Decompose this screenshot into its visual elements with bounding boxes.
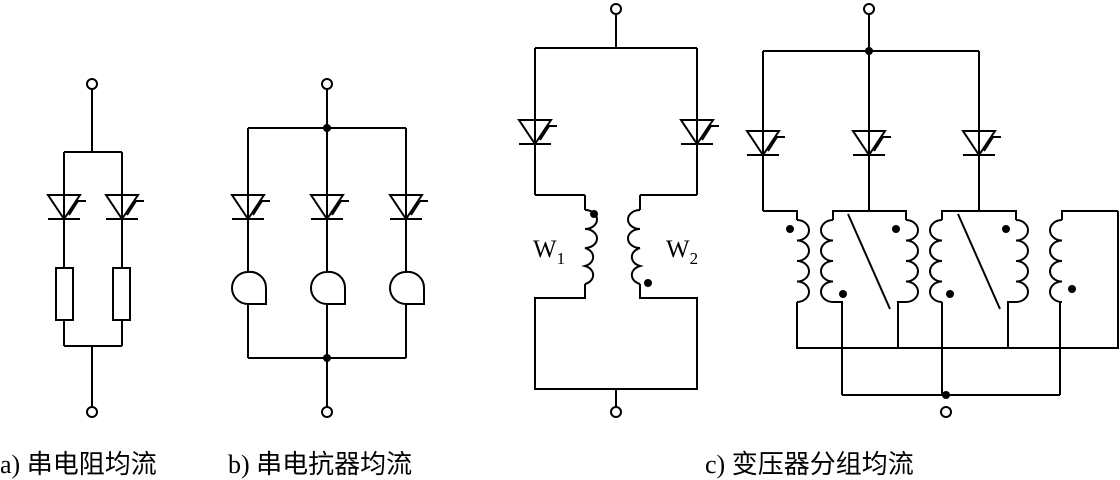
- reactor-b3-icon: [389, 270, 426, 305]
- resistor-a2: [112, 267, 131, 321]
- wire-a: [63, 89, 123, 407]
- winding-c-a: [796, 219, 810, 303]
- circuit-c-transformer-group: [746, 3, 1119, 418]
- winding-w1: [581, 209, 598, 285]
- thyristor-b3-icon: [389, 194, 429, 220]
- caption-c: c) 变压器分组均流: [705, 450, 914, 479]
- thyristor-c5-icon: [962, 130, 1002, 156]
- terminal-top-b: [321, 78, 333, 90]
- terminal-bottom-b: [321, 406, 333, 418]
- thyristor-c2-icon: [680, 119, 720, 145]
- terminal-top-a: [86, 78, 98, 90]
- terminal-top-c2: [863, 3, 875, 15]
- reactor-b1-icon: [231, 270, 268, 305]
- polarity-dot-w1: [590, 210, 598, 218]
- polarity-dot-c-b: [839, 290, 847, 298]
- caption-b: b) 串电抗器均流: [228, 450, 412, 479]
- winding-c-e: [1015, 219, 1029, 303]
- polarity-dot-c-c: [892, 225, 900, 233]
- winding-c-c: [905, 219, 919, 303]
- polarity-dot-c-f: [1068, 285, 1076, 293]
- winding-c-d: [929, 219, 943, 303]
- polarity-dot-w2: [644, 279, 652, 287]
- terminal-bottom-c2: [940, 406, 952, 418]
- circuit-c-two-winding: W1 W2: [518, 3, 720, 418]
- thyristor-b2-icon: [310, 194, 350, 220]
- thyristor-b1-icon: [231, 194, 271, 220]
- wire-c2: [762, 14, 1119, 396]
- wire-c1: [534, 14, 698, 407]
- label-w1: W1: [533, 236, 565, 268]
- circuit-a-series-resistor: [47, 78, 145, 418]
- thyristor-a2-icon: [105, 194, 145, 220]
- core-line-2: [957, 213, 1001, 310]
- winding-c-b: [820, 219, 834, 303]
- circuit-b-series-reactor: [231, 78, 429, 418]
- core-line-1: [847, 213, 891, 310]
- winding-w2: [627, 209, 644, 285]
- polarity-dot-c-a: [786, 225, 794, 233]
- junction-top-b: [323, 124, 331, 132]
- polarity-dot-c-d: [946, 290, 954, 298]
- terminal-bottom-a: [86, 406, 98, 418]
- terminal-top-c1: [610, 3, 622, 15]
- reactor-b2-icon: [310, 270, 347, 305]
- thyristor-c1-icon: [518, 119, 558, 145]
- caption-a: a) 串电阻均流: [0, 450, 157, 479]
- thyristor-c4-icon: [852, 130, 892, 156]
- polarity-dot-c-e: [1002, 225, 1010, 233]
- thyristor-a1-icon: [47, 194, 87, 220]
- junction-bottom-b: [323, 354, 331, 362]
- label-w2: W2: [666, 236, 698, 268]
- resistor-a1: [55, 267, 74, 321]
- junction-bottom-c2: [942, 391, 950, 399]
- winding-c-f: [1049, 219, 1063, 303]
- terminal-bottom-c1: [610, 406, 622, 418]
- thyristor-c3-icon: [746, 130, 786, 156]
- junction-top-c2: [865, 47, 873, 55]
